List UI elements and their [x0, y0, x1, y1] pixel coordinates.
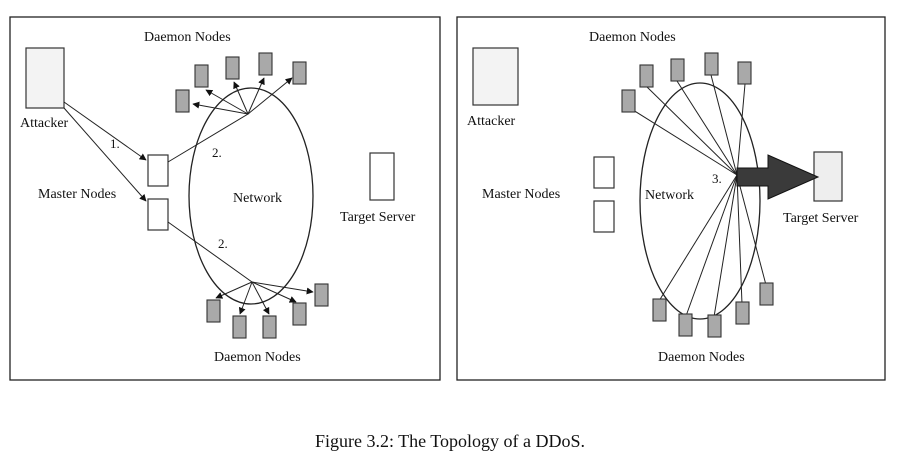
left-daemon-bottom-4 [292, 302, 307, 326]
right-daemon-top-2 [639, 64, 654, 88]
left-daemon-top-5 [292, 61, 307, 85]
right-attacker-label: Attacker [467, 114, 516, 129]
right-master-node-2 [593, 200, 615, 233]
right-master-nodes-label: Master Nodes [482, 187, 560, 202]
left-daemon-top-1 [175, 89, 190, 113]
left-target-server-label: Target Server [340, 210, 416, 225]
left-daemon-nodes-top-label: Daemon Nodes [144, 30, 231, 45]
right-daemon-top-1 [621, 89, 636, 113]
left-daemon-bottom-3 [262, 315, 277, 339]
left-step1-label: 1. [110, 136, 120, 151]
left-step2-top-label: 2. [212, 145, 222, 160]
right-network-label: Network [645, 188, 694, 203]
left-daemon-bottom-5 [314, 283, 329, 307]
right-daemon-bottom-1 [652, 298, 667, 322]
right-master-node-1 [593, 156, 615, 189]
right-panel: Daemon Nodes Attacker Master Nodes Netwo… [456, 16, 886, 381]
right-daemon-nodes-top-label: Daemon Nodes [589, 30, 676, 45]
left-master-node-1 [147, 154, 169, 187]
right-daemon-bottom-2 [678, 313, 693, 337]
figure-caption: Figure 3.2: The Topology of a DDoS. [315, 431, 585, 451]
left-master-node-2 [147, 198, 169, 231]
right-attacker-node [472, 47, 519, 106]
left-attacker-node [25, 47, 65, 109]
right-daemon-bottom-3 [707, 314, 722, 338]
left-daemon-top-3 [225, 56, 240, 80]
left-daemon-top-4 [258, 52, 273, 76]
right-attack-arrow [736, 154, 820, 200]
left-step1-arrows [63, 101, 147, 202]
left-daemon-top-2 [194, 64, 209, 88]
left-attacker-label: Attacker [20, 116, 69, 131]
right-daemon-bottom-4 [735, 301, 750, 325]
left-network-ellipse [188, 87, 314, 305]
right-daemon-top-5 [737, 61, 752, 85]
right-daemon-top-3 [670, 58, 685, 82]
left-master-nodes-label: Master Nodes [38, 187, 116, 202]
right-attack-lines [632, 74, 767, 318]
right-target-server-node [813, 151, 843, 202]
left-step2-bottom-arrows [167, 221, 314, 315]
left-target-server-node [369, 152, 395, 201]
right-daemon-nodes-bottom-label: Daemon Nodes [658, 350, 745, 365]
right-network-ellipse [639, 82, 761, 320]
right-daemon-top-4 [704, 52, 719, 76]
left-panel: Daemon Nodes Attacker Master Nodes Netwo… [9, 16, 441, 381]
left-step2-bottom-label: 2. [218, 236, 228, 251]
left-daemon-bottom-1 [206, 299, 221, 323]
right-daemon-bottom-5 [759, 282, 774, 306]
left-daemon-bottom-2 [232, 315, 247, 339]
right-target-server-label: Target Server [783, 211, 859, 226]
left-network-label: Network [233, 191, 282, 206]
left-panel-frame [9, 16, 441, 381]
left-daemon-nodes-bottom-label: Daemon Nodes [214, 350, 301, 365]
right-step3-label: 3. [712, 171, 722, 186]
left-step2-top-arrows [167, 77, 293, 163]
